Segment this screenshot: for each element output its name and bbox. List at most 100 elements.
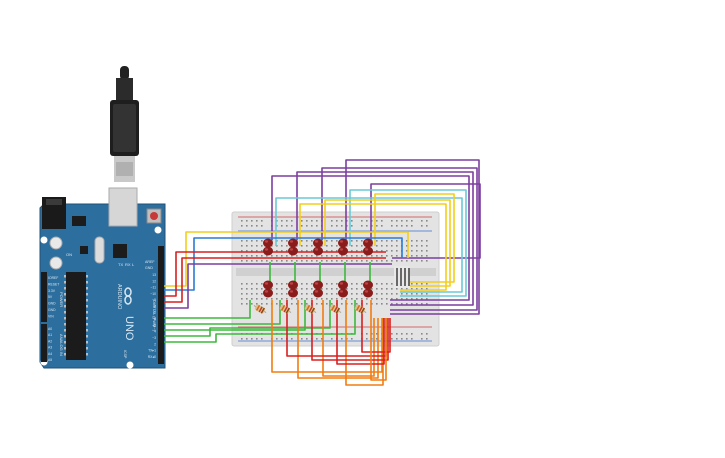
breadboard-hole[interactable] — [371, 298, 373, 300]
breadboard-hole[interactable] — [306, 220, 308, 222]
breadboard-hole[interactable] — [276, 338, 278, 340]
breadboard-hole[interactable] — [306, 245, 308, 247]
breadboard-hole[interactable] — [376, 255, 378, 257]
breadboard-hole[interactable] — [396, 255, 398, 257]
breadboard-hole[interactable] — [421, 338, 423, 340]
breadboard-hole[interactable] — [286, 250, 288, 252]
breadboard-hole[interactable] — [401, 220, 403, 222]
breadboard-hole[interactable] — [376, 260, 378, 262]
breadboard-hole[interactable] — [426, 303, 428, 305]
breadboard-hole[interactable] — [306, 288, 308, 290]
breadboard-hole[interactable] — [371, 260, 373, 262]
breadboard-hole[interactable] — [271, 288, 273, 290]
breadboard-hole[interactable] — [421, 298, 423, 300]
breadboard-hole[interactable] — [321, 303, 323, 305]
breadboard-hole[interactable] — [246, 225, 248, 227]
wire-orange[interactable] — [322, 300, 375, 377]
breadboard-hole[interactable] — [246, 260, 248, 262]
breadboard-hole[interactable] — [286, 283, 288, 285]
breadboard-hole[interactable] — [381, 283, 383, 285]
breadboard-hole[interactable] — [376, 283, 378, 285]
led[interactable] — [263, 238, 273, 248]
wire-green[interactable] — [164, 300, 331, 337]
breadboard-hole[interactable] — [311, 288, 313, 290]
wire-purple[interactable] — [296, 171, 474, 306]
breadboard-hole[interactable] — [396, 338, 398, 340]
breadboard-hole[interactable] — [351, 283, 353, 285]
wire-red[interactable] — [164, 257, 386, 303]
breadboard-hole[interactable] — [421, 220, 423, 222]
breadboard-hole[interactable] — [301, 245, 303, 247]
breadboard-hole[interactable] — [241, 283, 243, 285]
breadboard-hole[interactable] — [426, 260, 428, 262]
breadboard-hole[interactable] — [411, 303, 413, 305]
breadboard-hole[interactable] — [271, 298, 273, 300]
breadboard-hole[interactable] — [241, 260, 243, 262]
breadboard-hole[interactable] — [396, 260, 398, 262]
breadboard-hole[interactable] — [381, 293, 383, 295]
breadboard-hole[interactable] — [281, 255, 283, 257]
breadboard-hole[interactable] — [296, 260, 298, 262]
breadboard-hole[interactable] — [411, 220, 413, 222]
breadboard-hole[interactable] — [261, 303, 263, 305]
breadboard-hole[interactable] — [396, 303, 398, 305]
breadboard-hole[interactable] — [356, 298, 358, 300]
wire-red[interactable] — [164, 251, 386, 297]
breadboard-hole[interactable] — [396, 240, 398, 242]
breadboard-hole[interactable] — [421, 333, 423, 335]
breadboard-hole[interactable] — [256, 283, 258, 285]
breadboard-hole[interactable] — [356, 293, 358, 295]
breadboard-hole[interactable] — [291, 260, 293, 262]
breadboard-hole[interactable] — [286, 245, 288, 247]
breadboard-hole[interactable] — [251, 255, 253, 257]
breadboard-hole[interactable] — [381, 288, 383, 290]
breadboard-hole[interactable] — [256, 255, 258, 257]
resistors[interactable] — [252, 303, 367, 315]
breadboard-hole[interactable] — [406, 303, 408, 305]
breadboard-hole[interactable] — [401, 260, 403, 262]
wire-green[interactable] — [164, 300, 251, 319]
breadboard-hole[interactable] — [281, 288, 283, 290]
breadboard-hole[interactable] — [336, 220, 338, 222]
breadboard-hole[interactable] — [381, 220, 383, 222]
breadboard-hole[interactable] — [301, 293, 303, 295]
breadboard-hole[interactable] — [311, 250, 313, 252]
breadboard-hole[interactable] — [256, 293, 258, 295]
breadboard-hole[interactable] — [416, 245, 418, 247]
led[interactable] — [338, 238, 348, 248]
breadboard-hole[interactable] — [251, 298, 253, 300]
breadboard-hole[interactable] — [301, 255, 303, 257]
breadboard-hole[interactable] — [311, 255, 313, 257]
breadboard-hole[interactable] — [266, 260, 268, 262]
breadboard-hole[interactable] — [401, 225, 403, 227]
breadboard-hole[interactable] — [391, 288, 393, 290]
breadboard-hole[interactable] — [286, 255, 288, 257]
breadboard-hole[interactable] — [286, 220, 288, 222]
breadboard-hole[interactable] — [331, 283, 333, 285]
led[interactable] — [288, 238, 298, 248]
breadboard-hole[interactable] — [411, 338, 413, 340]
led[interactable] — [313, 280, 323, 290]
breadboard-hole[interactable] — [286, 293, 288, 295]
breadboard-hole[interactable] — [426, 220, 428, 222]
breadboard-hole[interactable] — [306, 283, 308, 285]
breadboard-hole[interactable] — [406, 333, 408, 335]
breadboard-hole[interactable] — [366, 338, 368, 340]
breadboard-hole[interactable] — [241, 240, 243, 242]
breadboard-hole[interactable] — [286, 225, 288, 227]
breadboard-hole[interactable] — [351, 293, 353, 295]
breadboard-hole[interactable] — [331, 250, 333, 252]
breadboard-hole[interactable] — [381, 255, 383, 257]
breadboard-hole[interactable] — [346, 298, 348, 300]
breadboard-hole[interactable] — [411, 260, 413, 262]
breadboard-hole[interactable] — [376, 250, 378, 252]
breadboard-hole[interactable] — [271, 255, 273, 257]
breadboard-hole[interactable] — [276, 260, 278, 262]
reset-button-icon[interactable] — [146, 208, 162, 224]
breadboard-hole[interactable] — [386, 260, 388, 262]
breadboard-hole[interactable] — [301, 338, 303, 340]
breadboard-hole[interactable] — [381, 260, 383, 262]
breadboard-hole[interactable] — [361, 298, 363, 300]
breadboard-hole[interactable] — [331, 255, 333, 257]
wire-yellow[interactable] — [374, 193, 455, 283]
